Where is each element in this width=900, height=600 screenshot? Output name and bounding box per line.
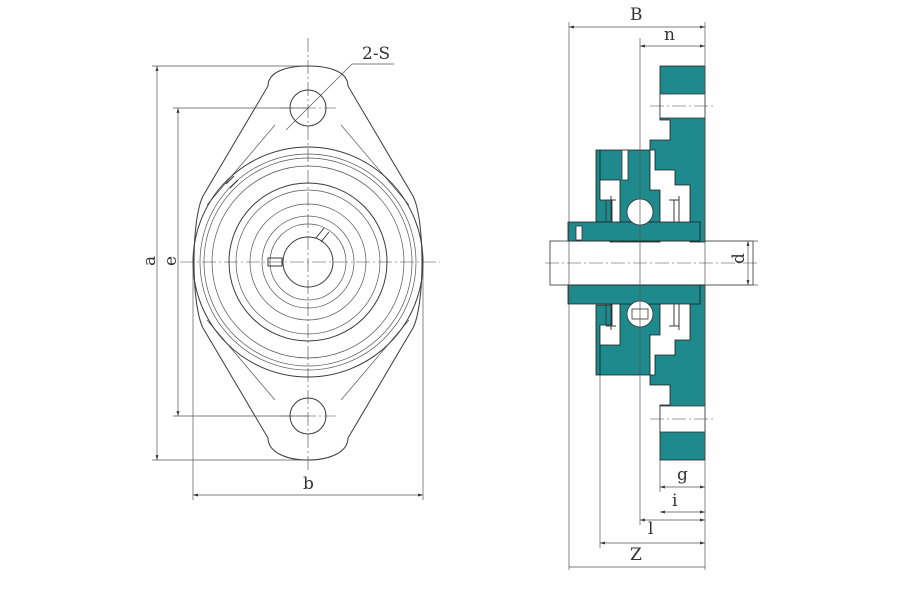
set-screw: [575, 225, 583, 241]
grease-fitting: [621, 149, 629, 181]
insert-outer-ring: [228, 182, 388, 342]
front-view: 2-S a e b: [140, 38, 440, 500]
lower-inner-ring: [567, 284, 701, 305]
flange-inner-edge: [206, 124, 410, 401]
dim-i-label: i: [672, 491, 678, 511]
housing-ring-4: [211, 165, 405, 359]
dim-l-label: l: [648, 519, 653, 539]
inner-ring: [261, 215, 355, 309]
dim-g-label: g: [677, 465, 688, 485]
upper-left-seal: [605, 196, 616, 222]
dim-b-label: b: [303, 474, 314, 494]
lower-right-seal: [669, 304, 680, 330]
flange-outline: [193, 65, 423, 461]
shaft-bore: [282, 236, 334, 288]
lower-left-seal: [605, 304, 616, 330]
set-screw-slot: [267, 257, 283, 267]
insert-ring-3: [249, 203, 367, 321]
dim-n-label: n: [664, 25, 675, 45]
hole-spec-leader: [285, 63, 353, 131]
insert-ring-2: [235, 189, 381, 335]
hole-spec-label: 2-S: [362, 44, 390, 64]
upper-right-seal: [669, 196, 680, 222]
dim-d-label: d: [729, 253, 749, 264]
dim-Z-label: Z: [630, 545, 642, 565]
dim-e-label: e: [161, 256, 181, 266]
inner-ring-2: [269, 223, 347, 301]
side-section-view: B n d g i l Z: [545, 5, 760, 570]
housing-ring-2: [199, 153, 417, 371]
dim-a-label: a: [140, 256, 160, 266]
upper-inner-ring: [567, 221, 701, 242]
outer-edge-mark: [225, 175, 239, 189]
dim-B-label: B: [630, 5, 643, 25]
grease-mark: [315, 227, 330, 243]
housing-ring-3: [203, 157, 413, 367]
